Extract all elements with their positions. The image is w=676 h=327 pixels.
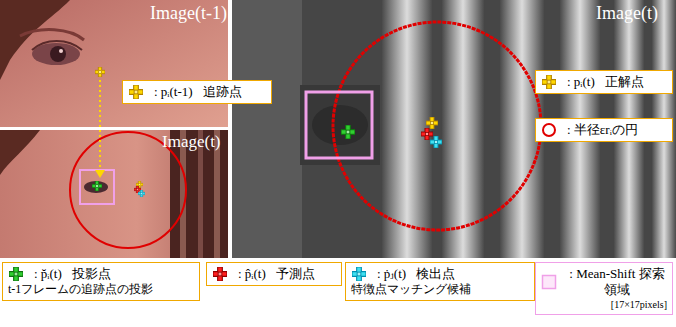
- mean-shift-region: [306, 92, 372, 158]
- legend-row: : Mean-Shift 探索領域: [541, 266, 667, 299]
- legend-row: : ṗⱼ(t) 検出点: [351, 266, 529, 282]
- legend-text: 特徴点マッチング候補: [351, 282, 471, 297]
- image-title: Image(t): [162, 132, 221, 152]
- image-title: Image(t): [596, 3, 658, 24]
- legend-text: : p̂ᵢ(t): [238, 266, 266, 282]
- legend-box: : pᵢ(t) 正解点: [535, 70, 673, 94]
- legend-symbol: [128, 84, 144, 100]
- eye-dark: [312, 105, 368, 145]
- projected-point: [92, 181, 102, 191]
- cross-symbol: [213, 267, 227, 281]
- dotted-arrow: [99, 80, 101, 170]
- eye-region: [300, 85, 380, 165]
- legend-row: : p̂ᵢ(t) 予測点: [212, 266, 336, 282]
- projection-arrow: [95, 67, 105, 178]
- legend-box: : 半径εrᵢの円: [535, 118, 673, 142]
- circle-symbol: [543, 124, 555, 136]
- legend-text: : pᵢ(t-1): [154, 84, 193, 100]
- cross-symbol: [9, 267, 23, 281]
- legend-box: : ṗⱼ(t) 検出点特徴点マッチング候補: [345, 262, 535, 301]
- search-circle: [333, 22, 541, 230]
- legend-text: : pᵢ(t): [567, 74, 595, 90]
- image-title: Image(t-1): [150, 3, 227, 24]
- skin: [0, 130, 228, 258]
- legend-text: : 半径εrᵢの円: [567, 122, 638, 138]
- predicted-point: [421, 128, 433, 140]
- legend-text: 予測点: [276, 266, 315, 282]
- shade: [232, 0, 302, 258]
- arrow-head: [95, 170, 105, 178]
- iris: [50, 46, 66, 62]
- detected-point: [430, 136, 442, 148]
- legend-box: : pᵢ(t-1) 追跡点: [122, 80, 272, 104]
- legend-symbol: [541, 74, 557, 90]
- legend-symbol: [351, 266, 367, 282]
- legend-text: [17×17pixels]: [557, 299, 667, 312]
- legend-row: : pᵢ(t-1) 追跡点: [128, 84, 266, 100]
- legend-text: 追跡点: [203, 84, 242, 100]
- skin: [0, 0, 228, 127]
- legend-symbol: [8, 266, 24, 282]
- eye: [84, 181, 108, 193]
- background: [232, 0, 676, 258]
- detected-point: [138, 190, 145, 197]
- legend-text: : Mean-Shift 探索領域: [567, 266, 667, 299]
- cross-symbol: [542, 75, 556, 89]
- hair-strand: [442, 0, 484, 258]
- projected-point: [341, 125, 355, 139]
- hair: [0, 0, 70, 80]
- photo-current-frame: [0, 130, 228, 258]
- hair: [0, 130, 40, 175]
- legend-symbol: [541, 274, 557, 290]
- square-symbol: [543, 276, 556, 289]
- true-point: [426, 117, 438, 129]
- legend-box: : p̂ᵢ(t) 予測点: [206, 262, 342, 286]
- legend-text: : p̆ᵢ(t): [34, 266, 62, 282]
- legend-row: : 半径εrᵢの円: [541, 122, 667, 138]
- legend-row: 特徴点マッチング候補: [351, 282, 529, 297]
- photo-previous-frame: [0, 0, 228, 127]
- highlight: [59, 49, 63, 53]
- predicted-point: [134, 186, 141, 193]
- eyebrow: [20, 30, 84, 40]
- mean-shift-region: [80, 170, 114, 204]
- zoomed-image: [232, 0, 676, 258]
- cross-symbol: [129, 85, 143, 99]
- eyelid: [32, 41, 82, 50]
- legend-symbol: [212, 266, 228, 282]
- eye: [32, 43, 80, 65]
- legend-text: : ṗⱼ(t): [377, 266, 406, 282]
- legend-row: : p̆ᵢ(t) 投影点: [8, 266, 194, 282]
- legend-row: : pᵢ(t) 正解点: [541, 74, 667, 90]
- legend-text: 正解点: [605, 74, 644, 90]
- legend-box: : p̆ᵢ(t) 投影点t-1フレームの追跡点の投影: [2, 262, 200, 301]
- legend-text: 投影点: [72, 266, 111, 282]
- legend-text: t-1フレームの追跡点の投影: [8, 282, 153, 297]
- legend-box: : Mean-Shift 探索領域[17×17pixels]: [535, 262, 673, 315]
- tracked-point: [95, 67, 105, 77]
- legend-row: t-1フレームの追跡点の投影: [8, 282, 194, 297]
- cross-symbol: [352, 267, 366, 281]
- legend-text: 検出点: [416, 266, 455, 282]
- legend-symbol: [541, 122, 557, 138]
- legend-row: [17×17pixels]: [541, 299, 667, 312]
